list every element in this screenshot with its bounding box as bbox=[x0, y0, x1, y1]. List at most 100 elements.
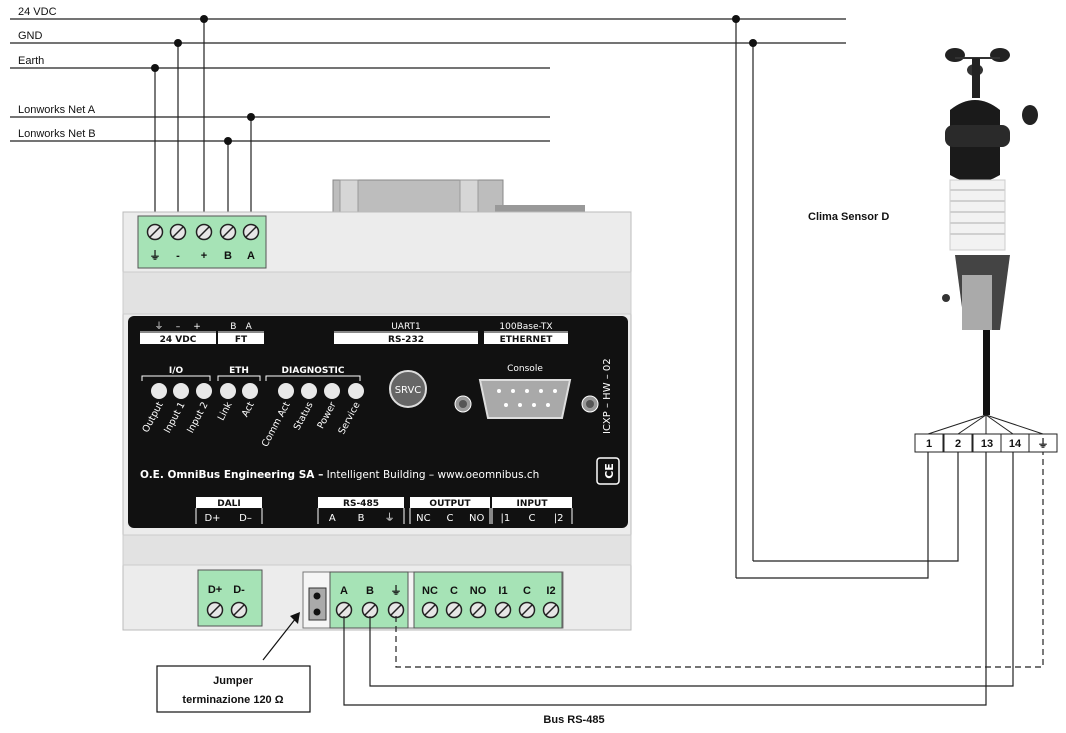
label-earth: Earth bbox=[18, 55, 44, 67]
top-terminal-label-1: - bbox=[176, 250, 180, 262]
srvc-label: SRVC bbox=[395, 385, 422, 396]
side-code: ICXP – HW – 02 bbox=[602, 358, 613, 434]
power-header-symbol-1: – bbox=[176, 322, 181, 332]
output-header-pin-1: C bbox=[447, 513, 454, 524]
bus-line-labels: 24 VDC GND Earth Lonworks Net A Lonworks… bbox=[18, 6, 96, 140]
power-header-symbol-2: + bbox=[193, 322, 201, 332]
sensor-name: Clima Sensor D bbox=[808, 211, 889, 223]
dali-terminal-screw-1[interactable] bbox=[230, 601, 248, 619]
bus-rs485-label: Bus RS-485 bbox=[543, 714, 604, 726]
io-terminal-label-2: NO bbox=[470, 585, 487, 597]
ft-header-symbol-1: A bbox=[246, 322, 253, 332]
ft-header-symbol-0: B bbox=[230, 322, 236, 332]
label-24vdc: 24 VDC bbox=[18, 6, 57, 18]
power-header-symbol-0: ⏚ bbox=[154, 321, 163, 332]
bus-junction-dots bbox=[151, 15, 757, 145]
sensor-terminal-label-3: 14 bbox=[1009, 438, 1022, 450]
dali-header-pin-1: D– bbox=[239, 513, 252, 524]
rs485-terminal-screw-1[interactable] bbox=[361, 601, 379, 619]
output-header-pin-2: NO bbox=[469, 513, 484, 524]
uart-header-name: RS-232 bbox=[388, 335, 424, 345]
output-header-pin-0: NC bbox=[416, 513, 430, 524]
input-header-pin-1: C bbox=[529, 513, 536, 524]
bus-lines bbox=[10, 18, 846, 578]
led-8 bbox=[348, 383, 364, 399]
led-group-diagnostic: DIAGNOSTIC bbox=[282, 366, 345, 376]
dali-header-pin-0: D+ bbox=[204, 513, 220, 524]
rs485-header-name: RS-485 bbox=[343, 499, 379, 509]
rs485-terminal-label-0: A bbox=[340, 585, 348, 597]
console-label: Console bbox=[507, 364, 543, 374]
io-terminal-label-4: C bbox=[523, 585, 531, 597]
dali-terminal-screw-0[interactable] bbox=[206, 601, 224, 619]
rs485-terminal-screw-2[interactable] bbox=[387, 601, 405, 619]
io-terminal-screw-3[interactable] bbox=[494, 601, 512, 619]
input-header-pin-2: |2 bbox=[554, 513, 564, 524]
io-terminal-label-5: I2 bbox=[546, 585, 555, 597]
ce-mark: CE bbox=[603, 463, 616, 479]
top-terminal-screw-0[interactable] bbox=[146, 223, 164, 241]
rs485-header-pin-0: A bbox=[329, 513, 336, 524]
input-header-name: INPUT bbox=[517, 499, 549, 509]
led-4 bbox=[242, 383, 258, 399]
dali-terminal-label-1: D- bbox=[233, 584, 245, 596]
rs485-terminal-label-2: ⏚ bbox=[391, 584, 402, 597]
io-terminal-screw-0[interactable] bbox=[421, 601, 439, 619]
io-terminal-screw-2[interactable] bbox=[469, 601, 487, 619]
eth-header-name: ETHERNET bbox=[500, 335, 554, 345]
sensor-terminal-label-1: 2 bbox=[955, 438, 961, 450]
top-terminal-label-0: ⏚ bbox=[150, 249, 161, 262]
input-header-pin-0: |1 bbox=[500, 513, 510, 524]
sensor-terminal-label-0: 1 bbox=[926, 438, 932, 450]
brand-text: O.E. OmniBus Engineering SA – Intelligen… bbox=[140, 469, 539, 481]
led-group-io: I/O bbox=[169, 366, 184, 376]
ft-header-name: FT bbox=[235, 335, 248, 345]
led-2 bbox=[196, 383, 212, 399]
io-terminal-screw-1[interactable] bbox=[445, 601, 463, 619]
led-7 bbox=[324, 383, 340, 399]
io-terminal-label-3: I1 bbox=[498, 585, 507, 597]
sensor-terminal-label-2: 13 bbox=[981, 438, 993, 450]
jumper-label-line1: Jumper bbox=[213, 675, 253, 687]
top-terminal-label-4: A bbox=[247, 250, 255, 262]
rs485-header-pin-1: B bbox=[358, 513, 365, 524]
sensor-terminal-label-4: ⏚ bbox=[1038, 437, 1049, 450]
top-terminal-block: ⏚ - + B A bbox=[137, 215, 267, 269]
rs485-header-pin-2: ⏚ bbox=[385, 512, 395, 524]
led-3 bbox=[220, 383, 236, 399]
led-6 bbox=[301, 383, 317, 399]
rs485-terminal-screw-0[interactable] bbox=[335, 601, 353, 619]
io-terminal-label-0: NC bbox=[422, 585, 438, 597]
io-terminal-screw-4[interactable] bbox=[518, 601, 536, 619]
console-port bbox=[478, 379, 572, 419]
eth-header-symbol-0: 100Base-TX bbox=[499, 322, 552, 332]
sensor-terminal-0 bbox=[914, 433, 944, 453]
top-terminal-screw-1[interactable] bbox=[169, 223, 187, 241]
output-header-name: OUTPUT bbox=[429, 499, 471, 509]
jumper-label-line2: terminazione 120 Ω bbox=[182, 694, 283, 706]
io-terminal-label-1: C bbox=[450, 585, 458, 597]
uart-header-symbol-0: UART1 bbox=[391, 322, 421, 332]
top-terminal-screw-3[interactable] bbox=[219, 223, 237, 241]
srvc-button[interactable] bbox=[389, 370, 427, 408]
top-terminal-screw-4[interactable] bbox=[242, 223, 260, 241]
label-net-a: Lonworks Net A bbox=[18, 104, 96, 116]
top-terminal-screw-2[interactable] bbox=[195, 223, 213, 241]
dali-header-name: DALI bbox=[217, 499, 241, 509]
top-terminal-label-3: B bbox=[224, 250, 232, 262]
power-header-name: 24 VDC bbox=[160, 335, 197, 345]
io-terminal-screw-5[interactable] bbox=[542, 601, 560, 619]
label-gnd: GND bbox=[18, 30, 43, 42]
led-0 bbox=[151, 383, 167, 399]
jumper[interactable] bbox=[308, 587, 327, 621]
led-5 bbox=[278, 383, 294, 399]
jumper-callout: Jumper terminazione 120 Ω bbox=[156, 612, 311, 713]
led-group-eth: ETH bbox=[229, 366, 249, 376]
dali-terminal-label-0: D+ bbox=[208, 584, 222, 596]
label-net-b: Lonworks Net B bbox=[18, 128, 96, 140]
top-terminal-label-2: + bbox=[201, 250, 207, 262]
